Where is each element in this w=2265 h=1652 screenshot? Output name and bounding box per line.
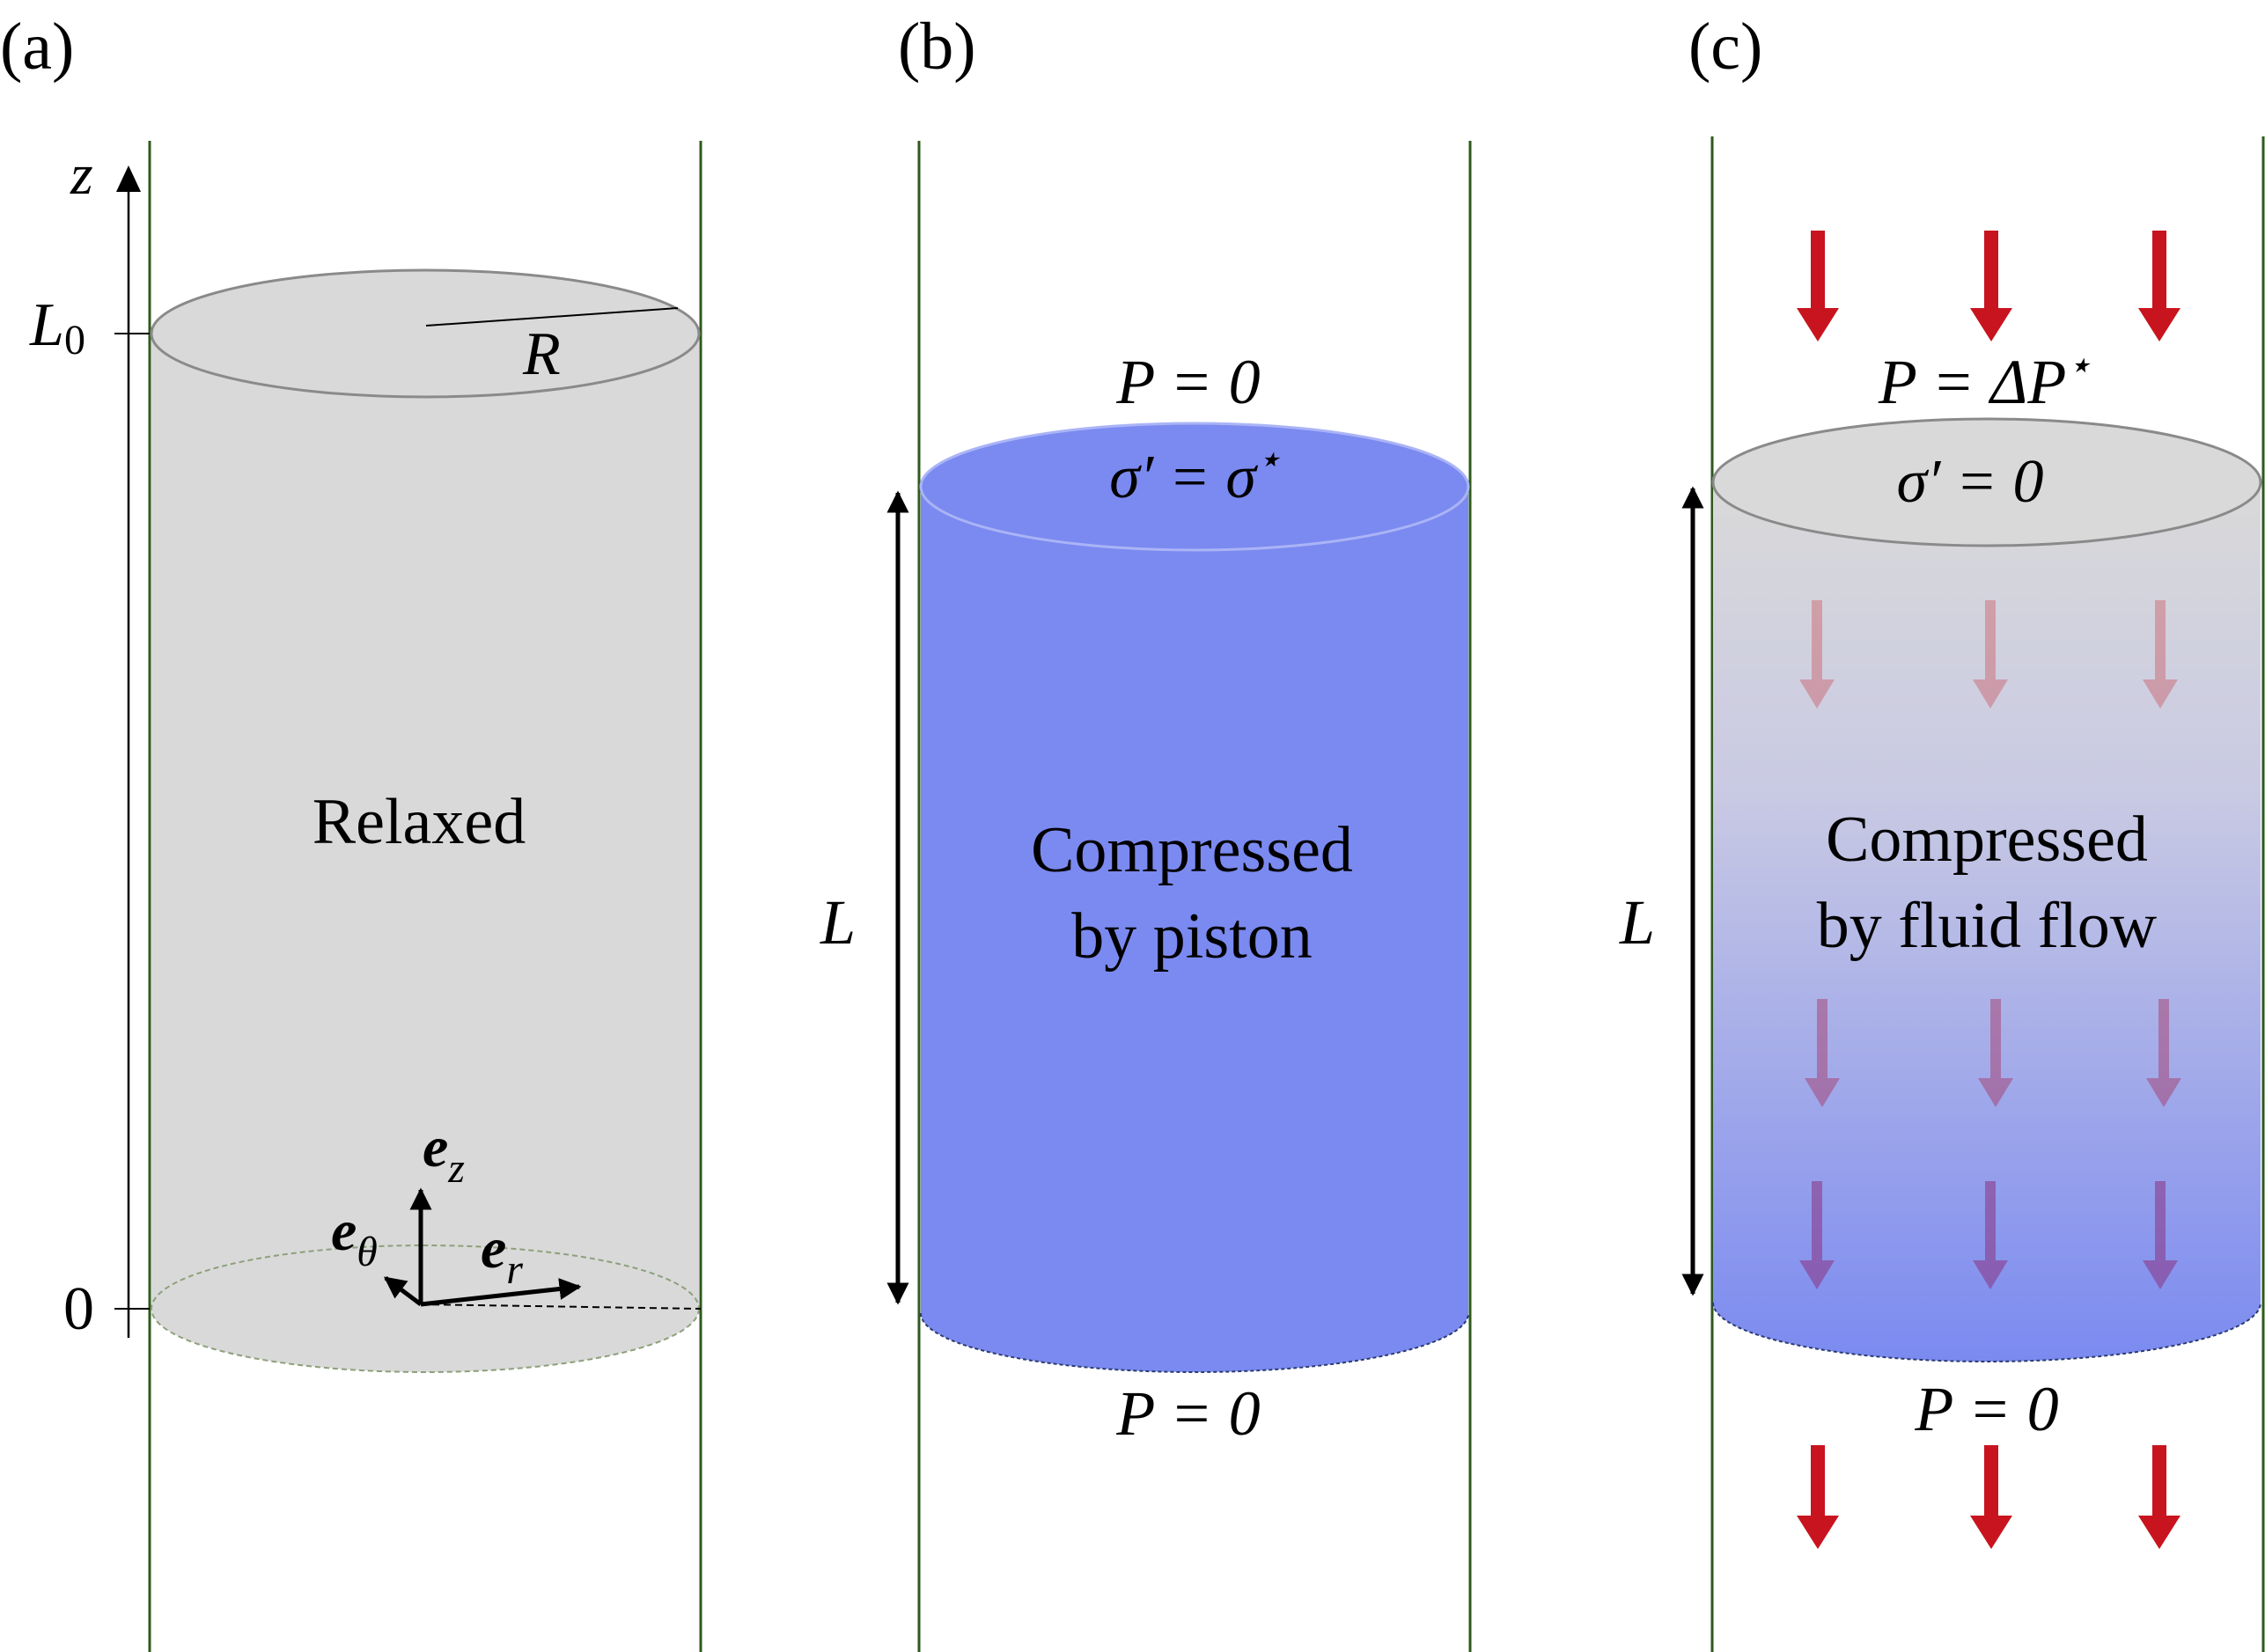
flow-cylinder-bottom-edge — [1712, 1302, 2261, 1362]
relaxed-state-label: Relaxed — [313, 786, 526, 858]
panel-c-state-line2: by fluid flow — [1817, 890, 2158, 962]
ez-label: ez — [423, 1115, 465, 1192]
internal-flow-arrows-row3 — [1799, 1181, 2178, 1289]
flow-arrow — [1797, 231, 1839, 341]
etheta-arrow — [384, 1276, 423, 1306]
panel-b-top-stress: σ′ = σ⋆ — [1109, 437, 1281, 511]
flow-arrow — [2138, 231, 2180, 341]
bottom-radius-dashed — [420, 1303, 702, 1310]
panel-b-top-pressure: P = 0 — [1115, 347, 1260, 417]
panel-c: (c) P = ΔP⋆ σ′ = 0 — [1619, 10, 2265, 1652]
flow-arrow — [2143, 1181, 2178, 1289]
flow-cylinder-body — [1713, 482, 2261, 1362]
flow-cylinder-top — [1711, 417, 2262, 547]
flow-arrow — [1805, 999, 1840, 1107]
flow-arrow — [2143, 600, 2178, 709]
panel-b-length-label: L — [820, 887, 856, 958]
inflow-arrows — [1797, 231, 2180, 341]
panel-b-state-line2: by piston — [1071, 900, 1312, 973]
flow-arrow — [1799, 600, 1835, 709]
flow-arrow — [1970, 231, 2012, 341]
panel-b-bottom-pressure: P = 0 — [1115, 1378, 1260, 1449]
er-label: er — [481, 1216, 523, 1293]
tick-label-L0: L0 — [29, 291, 85, 363]
flow-arrow — [1799, 1181, 1835, 1289]
radius-label: R — [522, 320, 561, 388]
relaxed-cylinder-top — [150, 268, 701, 399]
panel-a-label: (a) — [0, 10, 74, 84]
panel-c-state-line1: Compressed — [1826, 804, 2148, 876]
radius-line — [425, 307, 679, 327]
panel-b-label: (b) — [898, 10, 976, 84]
flow-arrow — [1973, 600, 2008, 709]
flow-arrow — [2146, 999, 2181, 1107]
z-axis-label: z — [70, 143, 93, 207]
piston-cylinder-bottom-edge — [920, 1312, 1469, 1373]
er-arrow — [420, 1278, 582, 1307]
panel-c-top-stress: σ′ = 0 — [1896, 448, 2043, 516]
z-axis-arrowhead — [116, 165, 141, 192]
internal-flow-arrows-row2 — [1805, 999, 2181, 1107]
panel-c-label: (c) — [1688, 10, 1762, 84]
piston-cylinder-body — [921, 487, 1468, 1372]
relaxed-cylinder-body — [151, 334, 699, 1372]
panel-c-length-label: L — [1619, 887, 1655, 958]
flow-arrow — [1797, 1445, 1839, 1549]
flow-arrow — [2138, 1445, 2180, 1549]
panel-b: (b) P = 0 σ′ = σ⋆ L Compressed by piston… — [820, 10, 1472, 1652]
panel-a: (a) z L0 0 R Relaxed ez eθ — [0, 10, 702, 1652]
flow-arrow — [1973, 1181, 2008, 1289]
flow-arrow — [1978, 999, 2013, 1107]
panel-b-state-line1: Compressed — [1031, 814, 1353, 886]
panel-c-bottom-pressure: P = 0 — [1914, 1374, 2058, 1444]
piston-cylinder-top — [919, 422, 1470, 552]
flow-arrow — [1970, 1445, 2012, 1549]
tick-label-0: 0 — [63, 1275, 94, 1343]
etheta-label: eθ — [331, 1199, 378, 1275]
internal-flow-arrows-row1 — [1799, 600, 2178, 709]
outflow-arrows — [1797, 1445, 2180, 1549]
panel-c-top-pressure: P = ΔP⋆ — [1878, 342, 2092, 417]
